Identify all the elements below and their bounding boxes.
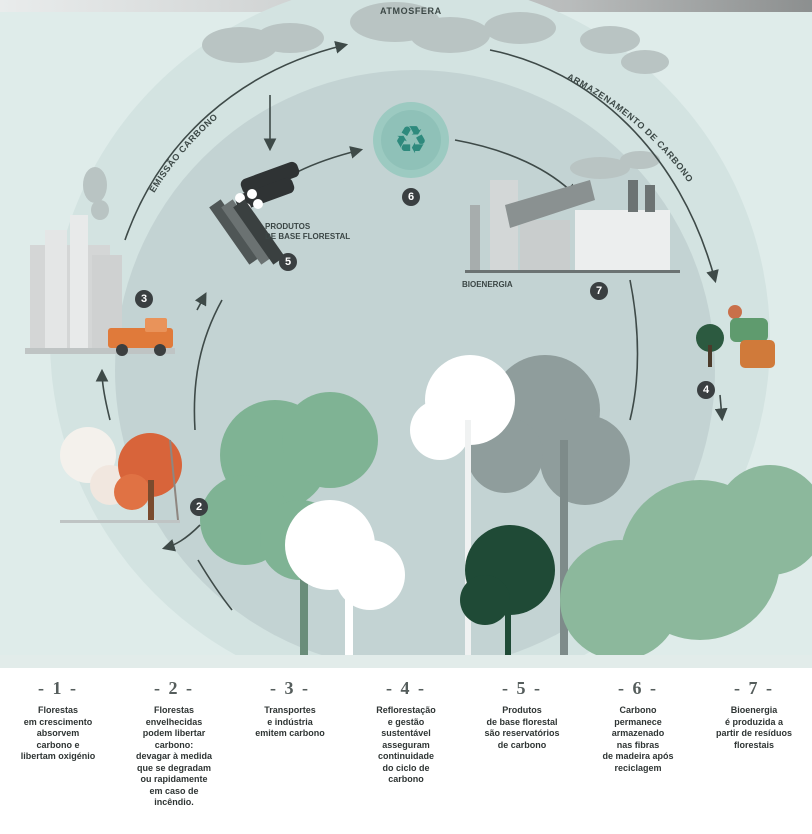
cycle-arrows <box>95 41 728 611</box>
legend-number: - 1 - <box>38 678 78 698</box>
svg-text:♻: ♻ <box>394 118 428 162</box>
old-forest <box>60 427 182 523</box>
badge-4: 4 <box>697 381 715 399</box>
forest-products <box>209 161 300 265</box>
legend-number: - 6 - <box>618 678 658 698</box>
legend-number: - 5 - <box>502 678 542 698</box>
badge-2: 2 <box>190 498 208 516</box>
badge-7: 7 <box>590 282 608 300</box>
truck <box>108 318 173 356</box>
badge-5: 5 <box>279 253 297 271</box>
foreground-forest <box>0 355 812 668</box>
badge-6: 6 <box>402 188 420 206</box>
legend-number: - 7 - <box>734 678 774 698</box>
label-bioenergia: BIOENERGIA <box>462 280 513 289</box>
bioenergy-plant <box>465 180 680 273</box>
legend-number: - 3 - <box>270 678 310 698</box>
tree-planter <box>696 305 775 368</box>
recycle-symbol: ♻ <box>373 102 449 178</box>
atmosphere-clouds <box>83 2 669 220</box>
legend-number: - 4 - <box>386 678 426 698</box>
cycle-illustration: EMISSÃO CARBONO ARMAZENAMENTO DE CARBONO… <box>0 0 812 668</box>
badge-3: 3 <box>135 290 153 308</box>
legend-number: - 2 - <box>154 678 194 698</box>
label-atmosfera: ATMOSFERA <box>380 6 442 16</box>
